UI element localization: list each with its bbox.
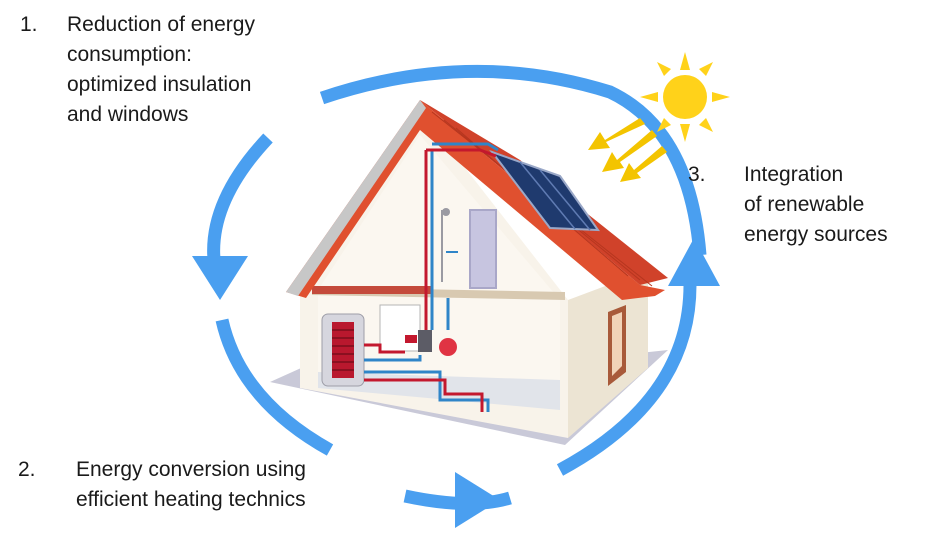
- cycle-arrow-left: [207, 133, 273, 270]
- roof: [286, 100, 665, 300]
- cycle-arrow-bottom-left: [215, 318, 334, 456]
- house-illustration: [270, 100, 668, 445]
- cycle-arrow-head-left: [192, 256, 248, 300]
- step-1-line-2: consumption:: [67, 43, 192, 66]
- step-3-line-1: Integration: [744, 163, 844, 186]
- step-3-line-2: of renewable: [744, 193, 865, 216]
- cycle-arrow-right: [556, 284, 697, 476]
- step-1: 1. Reduction of energy consumption: opti…: [20, 10, 255, 130]
- cycle-arrow-top: [319, 64, 707, 256]
- step-2-line-2: efficient heating technics: [76, 488, 306, 511]
- cycle-arrow-head-bottom: [455, 472, 500, 528]
- step-3-line-3: energy sources: [744, 223, 888, 246]
- step-2: 2. Energy conversion using efficient hea…: [18, 455, 306, 515]
- step-2-number: 2.: [18, 458, 36, 481]
- step-3-number: 3.: [688, 163, 706, 186]
- solar-panel-icon: [489, 149, 600, 232]
- step-3: 3. Integration of renewable energy sourc…: [688, 160, 888, 250]
- sun-icon: [588, 52, 730, 182]
- cycle-arrow-head-right: [668, 238, 720, 286]
- step-1-line-3: optimized insulation: [67, 73, 252, 96]
- step-1-line-4: and windows: [67, 103, 189, 126]
- step-1-line-1: Reduction of energy: [67, 13, 255, 36]
- step-2-line-1: Energy conversion using: [76, 458, 306, 481]
- water-tank-icon: [321, 313, 365, 387]
- shower-icon: [441, 208, 458, 282]
- step-1-number: 1.: [20, 13, 38, 36]
- cycle-arrows: [207, 64, 707, 511]
